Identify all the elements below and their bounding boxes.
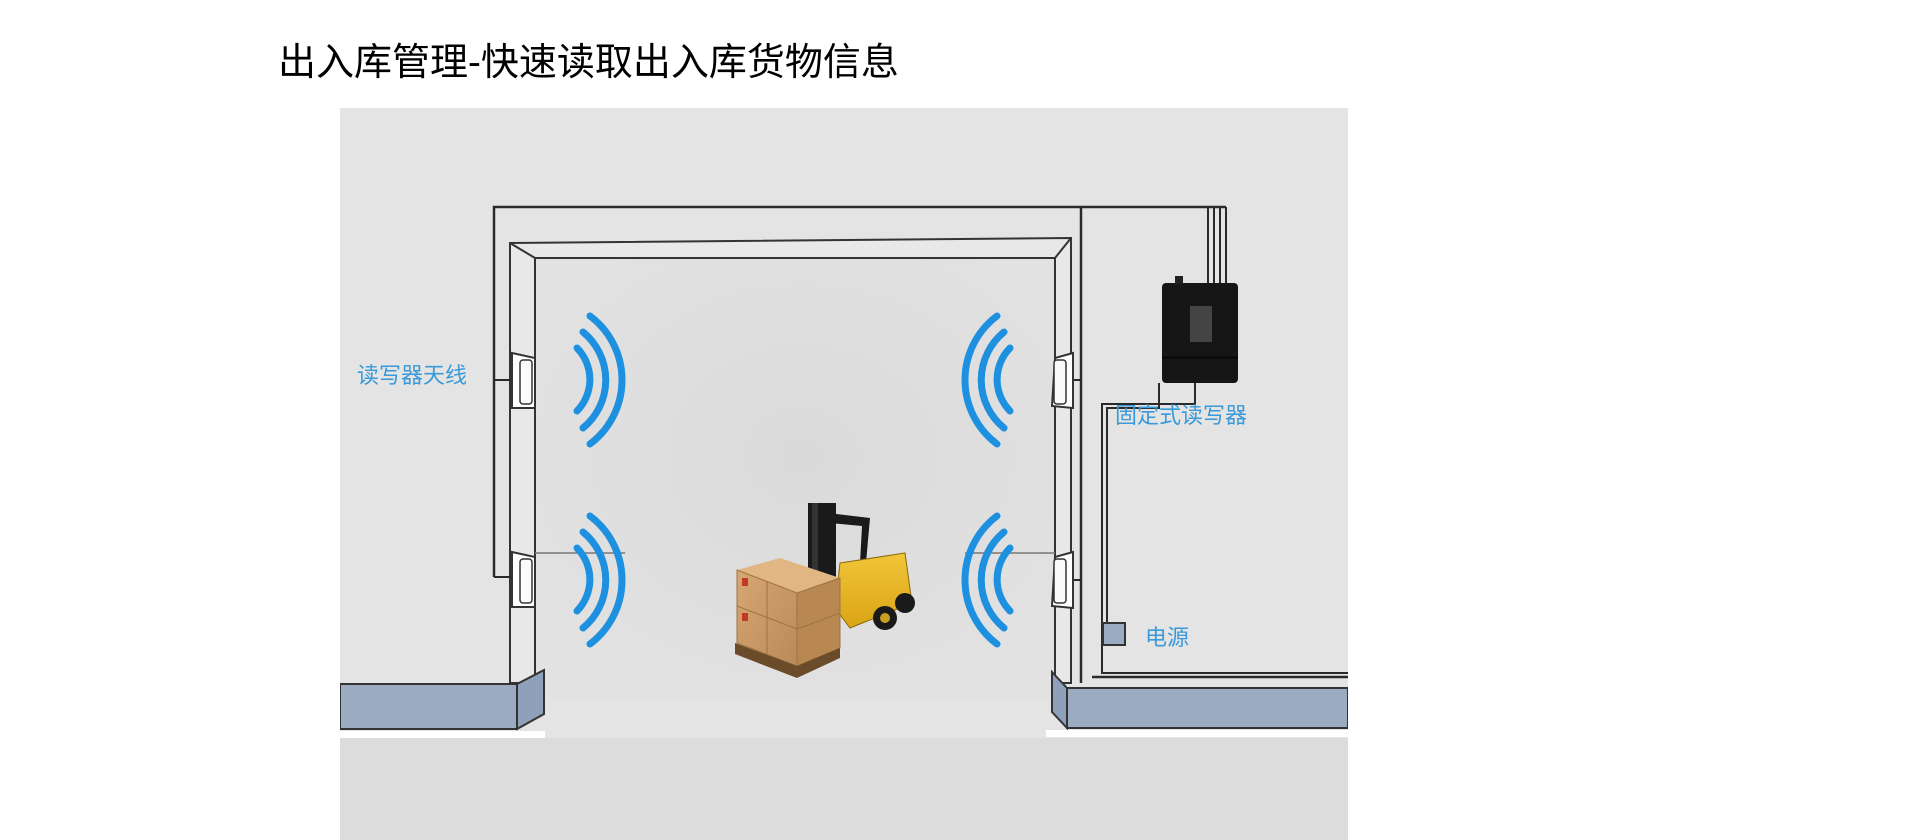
page-title: 出入库管理-快速读取出入库货物信息 <box>278 40 899 84</box>
antenna-left-upper <box>511 351 536 409</box>
rf-waves-left-lower <box>573 512 626 648</box>
rfid-gate-diagram: 读写器天线 固定式读写器 电源 <box>340 108 1348 840</box>
antenna-right-upper <box>1050 351 1074 410</box>
rf-waves-left-upper <box>573 312 626 448</box>
antenna-left-lower <box>511 550 536 608</box>
antenna-right-lower <box>1050 550 1074 610</box>
antenna-label: 读写器天线 <box>357 364 468 389</box>
fixed-reader-label: 固定式读写器 <box>1115 404 1248 429</box>
rf-waves-right-upper <box>961 312 1014 448</box>
baseboard-left <box>340 668 545 738</box>
floor <box>340 738 1348 840</box>
baseboard-right <box>1046 669 1348 737</box>
antenna-wires <box>494 207 1348 674</box>
wall-outline <box>492 205 1348 683</box>
power-label: 电源 <box>1145 626 1190 651</box>
rf-waves-right-lower <box>961 512 1014 648</box>
power-supply-box <box>1102 622 1126 646</box>
forklift-with-pallet <box>735 503 915 678</box>
fixed-reader-device <box>1162 276 1238 383</box>
